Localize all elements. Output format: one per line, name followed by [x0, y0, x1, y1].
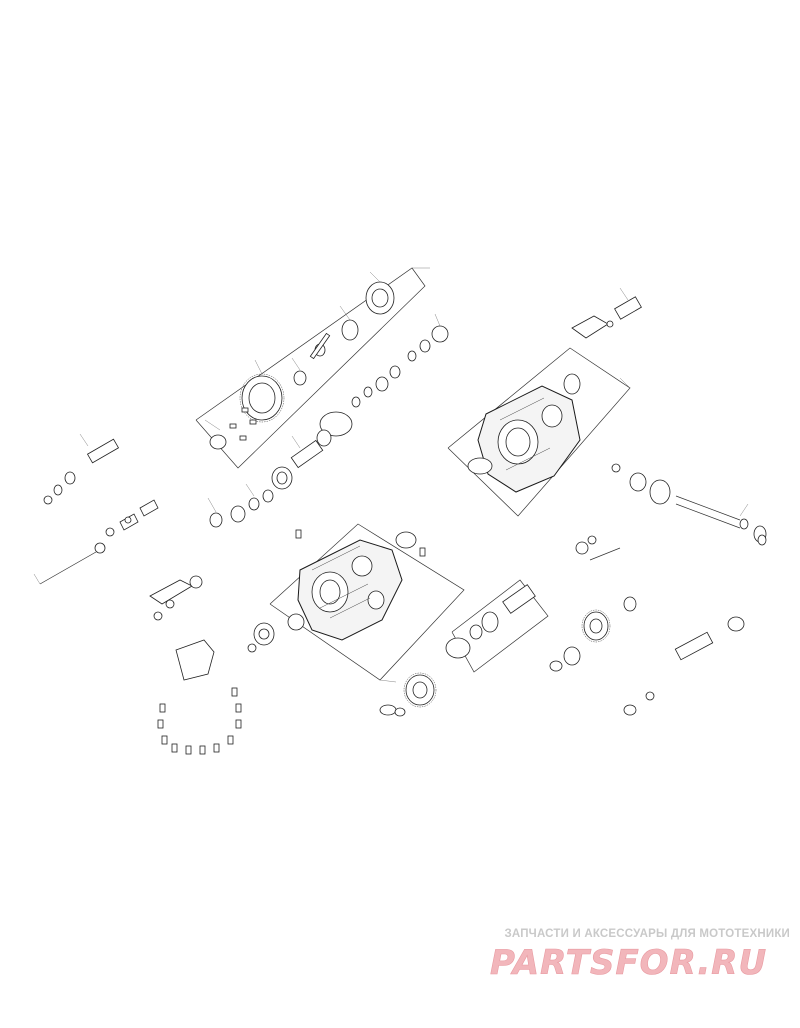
shift-fork-cluster [33, 433, 159, 585]
mainshaft [611, 463, 767, 546]
output-gear-cluster [379, 579, 549, 717]
starter-assembly [571, 287, 642, 339]
watermark-tagline: ЗАПЧАСТИ И АКСЕССУАРЫ ДЛЯ МОТОТЕХНИКИ [504, 928, 790, 940]
svg-text:PARTSFOR.RU: PARTSFOR.RU [490, 943, 767, 980]
partsfor-logo: PARTSFOR.RU [490, 943, 767, 980]
upper-crankcase [447, 347, 631, 517]
countershaft-cluster [549, 535, 745, 716]
bolt-set [157, 687, 242, 755]
watermark: ЗАПЧАСТИ И АКСЕССУАРЫ ДЛЯ МОТОТЕХНИКИ PA… [470, 928, 790, 980]
selector-linkage [149, 575, 275, 681]
lower-crankcase [269, 523, 465, 683]
differential-assembly [195, 267, 449, 469]
layshaft-row [207, 435, 324, 528]
